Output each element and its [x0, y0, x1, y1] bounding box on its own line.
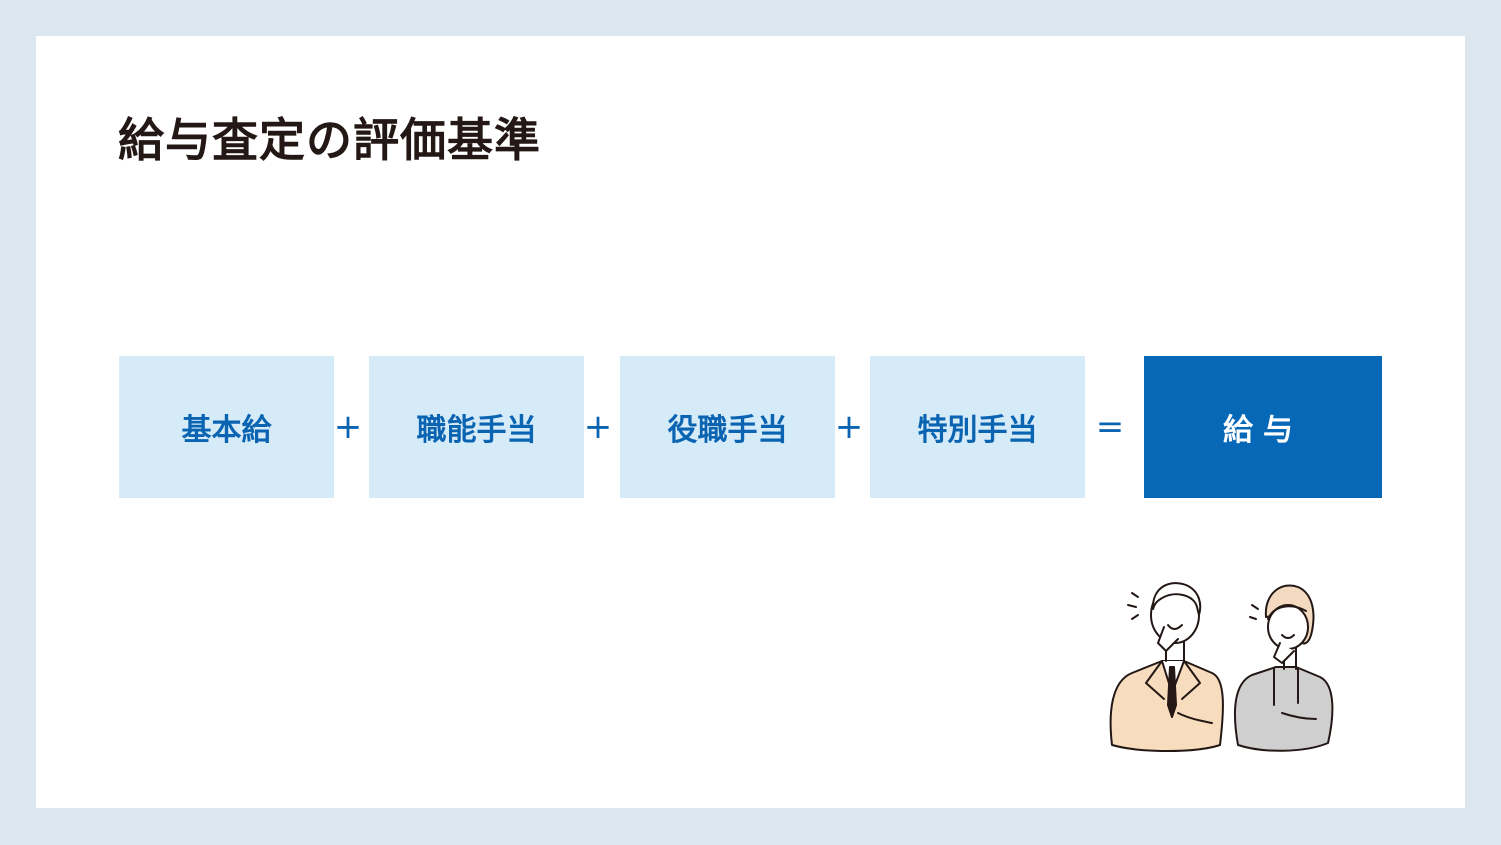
- term-box-skill-allowance: 職能手当: [369, 356, 584, 498]
- term-box-position-allowance: 役職手当: [620, 356, 835, 498]
- plus-sign: +: [834, 407, 864, 447]
- plus-sign: +: [333, 407, 363, 447]
- two-businesspeople-thinking-icon: [1109, 582, 1334, 752]
- page-title: 給与査定の評価基準: [118, 113, 541, 167]
- term-box-basic-salary: 基本給: [119, 356, 334, 498]
- slide-card: 給与査定の評価基準 基本給 + 職能手当 + 役職手当 + 特別手当 = 給与: [36, 36, 1465, 808]
- equals-sign: =: [1095, 407, 1125, 447]
- result-box-salary: 給与: [1144, 356, 1382, 498]
- plus-sign: +: [583, 407, 613, 447]
- term-box-special-allowance: 特別手当: [870, 356, 1085, 498]
